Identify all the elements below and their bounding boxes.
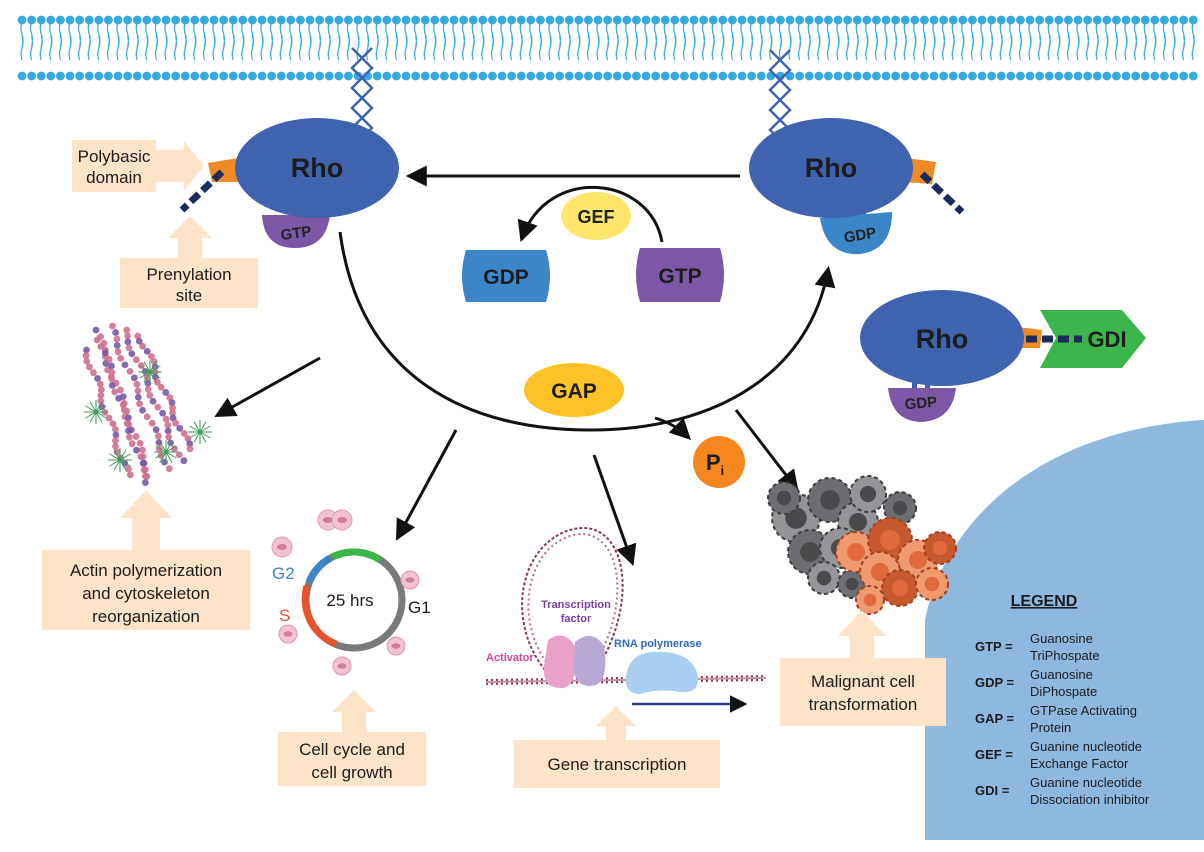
actin-callout: Actin polymerization and cytoskeleton re…	[42, 490, 250, 630]
transcription-callout: Gene transcription	[514, 706, 720, 788]
legend-desc: Exchange Factor	[1030, 756, 1129, 771]
rho-label-left: Rho	[291, 153, 343, 183]
gdi-arrow-shape	[1040, 310, 1146, 368]
rho-active-gtp: GTP Rho	[179, 118, 399, 248]
legend-title: LEGEND	[1011, 593, 1078, 610]
gdp-block	[462, 250, 550, 302]
activator-label: Activator	[486, 652, 534, 664]
transcription-arrow	[592, 454, 637, 566]
cell-cycle-diagram: 25 hrs G2 S G1	[271, 509, 431, 676]
legend-desc: Guanosine	[1030, 631, 1093, 646]
actin-line-3: reorganization	[92, 607, 200, 626]
gtp-block-label: GTP	[658, 265, 701, 288]
g2-arc	[305, 554, 332, 584]
rho-gdi-complex: GDI GDP Rho	[860, 290, 1146, 422]
cycle-cells	[271, 509, 420, 676]
malignant-arrow	[734, 409, 799, 492]
pi-label: Pi	[706, 450, 724, 478]
gdp-cap-right	[820, 212, 892, 255]
pi-release-arrow	[654, 416, 691, 440]
gdp-label-gdi: GDP	[904, 394, 938, 414]
gap-label: GAP	[551, 380, 597, 403]
cell-cycle-line-1: Cell cycle and	[299, 740, 405, 759]
legend-desc: Protein	[1030, 720, 1071, 735]
prenylation-line-2: site	[176, 286, 202, 305]
actin-line-1: Actin polymerization	[70, 561, 222, 580]
gap-hydrolysis-arrow	[338, 231, 836, 432]
gdi-label: GDI	[1087, 327, 1126, 352]
gap-oval	[524, 363, 624, 417]
gdp-cap-gdi	[888, 388, 956, 422]
s-arc	[301, 585, 338, 648]
gtp-block	[636, 248, 724, 302]
transcription-factor-shape	[573, 635, 606, 686]
malignant-line-1: Malignant cell	[811, 672, 915, 691]
activator-shape	[543, 635, 577, 689]
polybasic-callout: Polybasic domain	[72, 140, 204, 192]
actin-filaments-illustration	[82, 322, 212, 486]
cell-membrane	[17, 15, 1198, 81]
legend-abbr: GDP =	[975, 675, 1015, 690]
dna-loop-a	[521, 527, 624, 671]
legend-abbr: GEF =	[975, 747, 1013, 762]
rna-polymerase-shape	[625, 651, 699, 694]
prenyl-chain-left	[179, 169, 225, 213]
gdp-block-label: GDP	[483, 266, 529, 289]
legend-background	[925, 420, 1204, 840]
rho-label-gdi: Rho	[916, 324, 968, 354]
legend-abbr: GDI =	[975, 783, 1010, 798]
rho-body-right	[749, 118, 913, 218]
gdp-label-right: GDP	[843, 224, 878, 246]
prenylation-line-1: Prenylation	[146, 265, 231, 284]
cell-cycle-callout: Cell cycle and cell growth	[278, 690, 426, 786]
rho-body-left	[235, 118, 399, 218]
legend-desc: TriPhospate	[1030, 648, 1100, 663]
polybasic-line-2: domain	[86, 168, 142, 187]
polybasic-line-1: Polybasic	[78, 147, 151, 166]
m-arc	[330, 548, 382, 563]
factor-label-2: factor	[561, 613, 592, 625]
malignant-callout: Malignant cell transformation	[780, 610, 946, 726]
gtp-label-left: GTP	[280, 223, 313, 244]
rho-label-right: Rho	[805, 153, 857, 183]
transcription-diagram: Activator Transcription factor RNA polym…	[485, 527, 767, 713]
cell-cycle-arrow	[395, 429, 458, 541]
legend-desc: GTPase Activating	[1030, 703, 1137, 718]
cycle-center-label: 25 hrs	[326, 591, 373, 610]
polymerase-label: RNA polymerase	[614, 638, 702, 650]
prenylation-callout: Prenylation site	[120, 216, 258, 308]
malignant-line-2: transformation	[809, 695, 918, 714]
dna-loop-b	[527, 533, 619, 671]
g2-label: G2	[272, 564, 295, 583]
legend-abbr: GTP =	[975, 639, 1013, 654]
legend-desc: Guanosine	[1030, 667, 1093, 682]
transcription-line-1: Gene transcription	[548, 755, 687, 774]
legend-abbr: GAP =	[975, 711, 1015, 726]
pi-circle	[693, 436, 745, 488]
legend-desc: Guanine nucleotide	[1030, 775, 1142, 790]
gef-oval	[561, 192, 631, 240]
gef-exchange-arrow	[517, 186, 664, 243]
gtp-cap-left	[262, 215, 330, 248]
s-label: S	[279, 606, 290, 625]
legend-desc: Guanine nucleotide	[1030, 739, 1142, 754]
actin-line-2: and cytoskeleton	[82, 584, 210, 603]
cell-cycle-line-2: cell growth	[311, 763, 392, 782]
rho-inactive-gdp: GDP Rho	[749, 118, 965, 255]
factor-label-1: Transcription	[541, 599, 611, 611]
g1-label: G1	[408, 598, 431, 617]
legend-desc: DiPhospate	[1030, 684, 1097, 699]
actin-arrow	[214, 356, 321, 418]
prenyl-chain-right	[919, 171, 965, 215]
rho-body-gdi	[860, 290, 1024, 386]
legend-desc: Dissociation inhibitor	[1030, 792, 1150, 807]
gef-label: GEF	[577, 207, 614, 227]
malignant-cells-illustration	[767, 475, 957, 615]
